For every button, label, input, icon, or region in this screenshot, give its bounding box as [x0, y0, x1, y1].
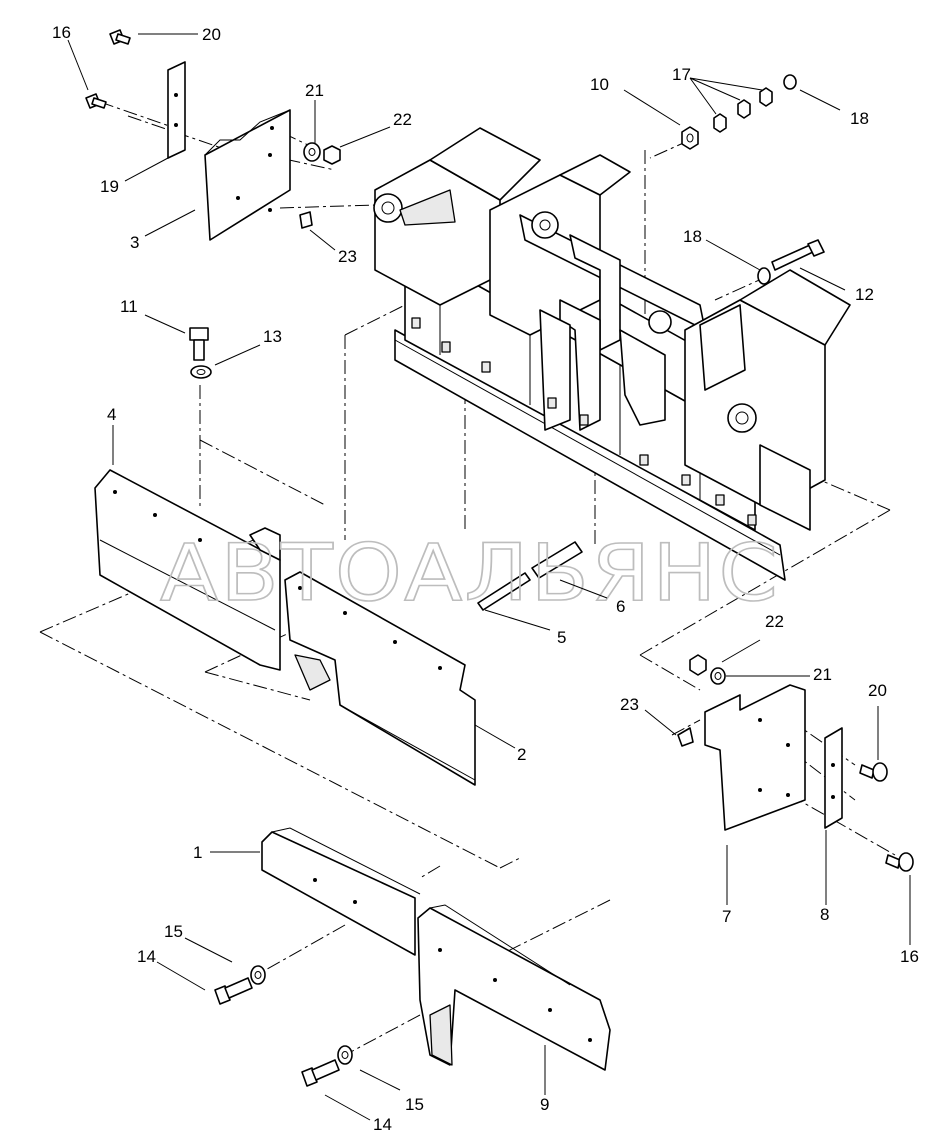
bolt-20-top — [109, 29, 131, 45]
callout-18a: 18 — [850, 109, 869, 128]
part-19-strip — [167, 61, 186, 159]
washer-13 — [190, 365, 212, 379]
callout-11: 11 — [120, 297, 138, 316]
callout-17: 17 — [672, 65, 691, 84]
callout-23a: 23 — [338, 247, 357, 266]
clip-23-top — [299, 211, 313, 229]
callout-2: 2 — [517, 745, 526, 764]
leader-lines — [67, 33, 911, 1121]
washer-18-top — [783, 74, 797, 90]
callout-12: 12 — [855, 285, 874, 304]
callout-20a: 20 — [202, 25, 221, 44]
callout-16a: 16 — [52, 23, 71, 42]
callout-8: 8 — [820, 905, 829, 924]
callout-16b: 16 — [900, 947, 919, 966]
callout-1: 1 — [193, 843, 202, 862]
callout-5: 5 — [557, 628, 566, 647]
callout-9: 9 — [540, 1095, 549, 1114]
nut-22-right — [689, 654, 707, 676]
part-3-plate — [204, 109, 291, 241]
washer-21-right — [710, 667, 726, 685]
main-frame — [373, 127, 851, 581]
washer-15-upper — [250, 965, 266, 985]
callout-7: 7 — [722, 907, 731, 926]
callout-15b: 15 — [405, 1095, 424, 1114]
callout-19: 19 — [100, 177, 119, 196]
pin-5 — [477, 572, 531, 611]
washer-15-lower — [337, 1045, 353, 1065]
callout-22b: 22 — [765, 612, 784, 631]
nut-10 — [681, 126, 699, 150]
callout-23b: 23 — [620, 695, 639, 714]
callout-21b: 21 — [813, 665, 832, 684]
callout-labels: 1 2 3 4 5 6 7 8 9 10 11 12 13 14 14 15 1… — [52, 23, 919, 1134]
bolt-20-right — [859, 762, 888, 782]
pin-6 — [531, 541, 583, 579]
bolt-14-lower — [301, 1059, 340, 1087]
part-2-cover — [284, 571, 476, 786]
callout-10: 10 — [590, 75, 609, 94]
part-8-strip — [824, 727, 843, 829]
callout-3: 3 — [130, 233, 139, 252]
part-1-cover — [261, 827, 421, 956]
bolt-16-top — [85, 93, 107, 109]
callout-21a: 21 — [305, 81, 324, 100]
watermark-text: АВТОАЛЬЯНС — [160, 529, 780, 619]
nut-22-top — [323, 145, 341, 165]
assembly-lines — [39, 101, 896, 1056]
bolt-14-upper — [214, 977, 253, 1005]
part-4-cover — [94, 469, 281, 671]
washer-21-top — [303, 142, 321, 162]
callout-6: 6 — [616, 597, 625, 616]
bolt-11 — [189, 327, 209, 361]
callout-20b: 20 — [868, 681, 887, 700]
nuts-17 — [713, 87, 773, 133]
bolt-12 — [771, 239, 825, 271]
callout-14b: 14 — [373, 1115, 392, 1134]
callout-15a: 15 — [164, 922, 183, 941]
washer-18-right — [757, 267, 771, 285]
callout-14a: 14 — [137, 947, 156, 966]
part-7-plate — [704, 684, 806, 831]
callout-4: 4 — [107, 405, 116, 424]
callout-18b: 18 — [683, 227, 702, 246]
clip-23-right — [677, 727, 694, 747]
part-9-cover — [417, 904, 611, 1071]
callout-22a: 22 — [393, 110, 412, 129]
base-bolts — [411, 317, 757, 526]
callout-13: 13 — [263, 327, 282, 346]
bolt-16-right — [885, 852, 914, 872]
